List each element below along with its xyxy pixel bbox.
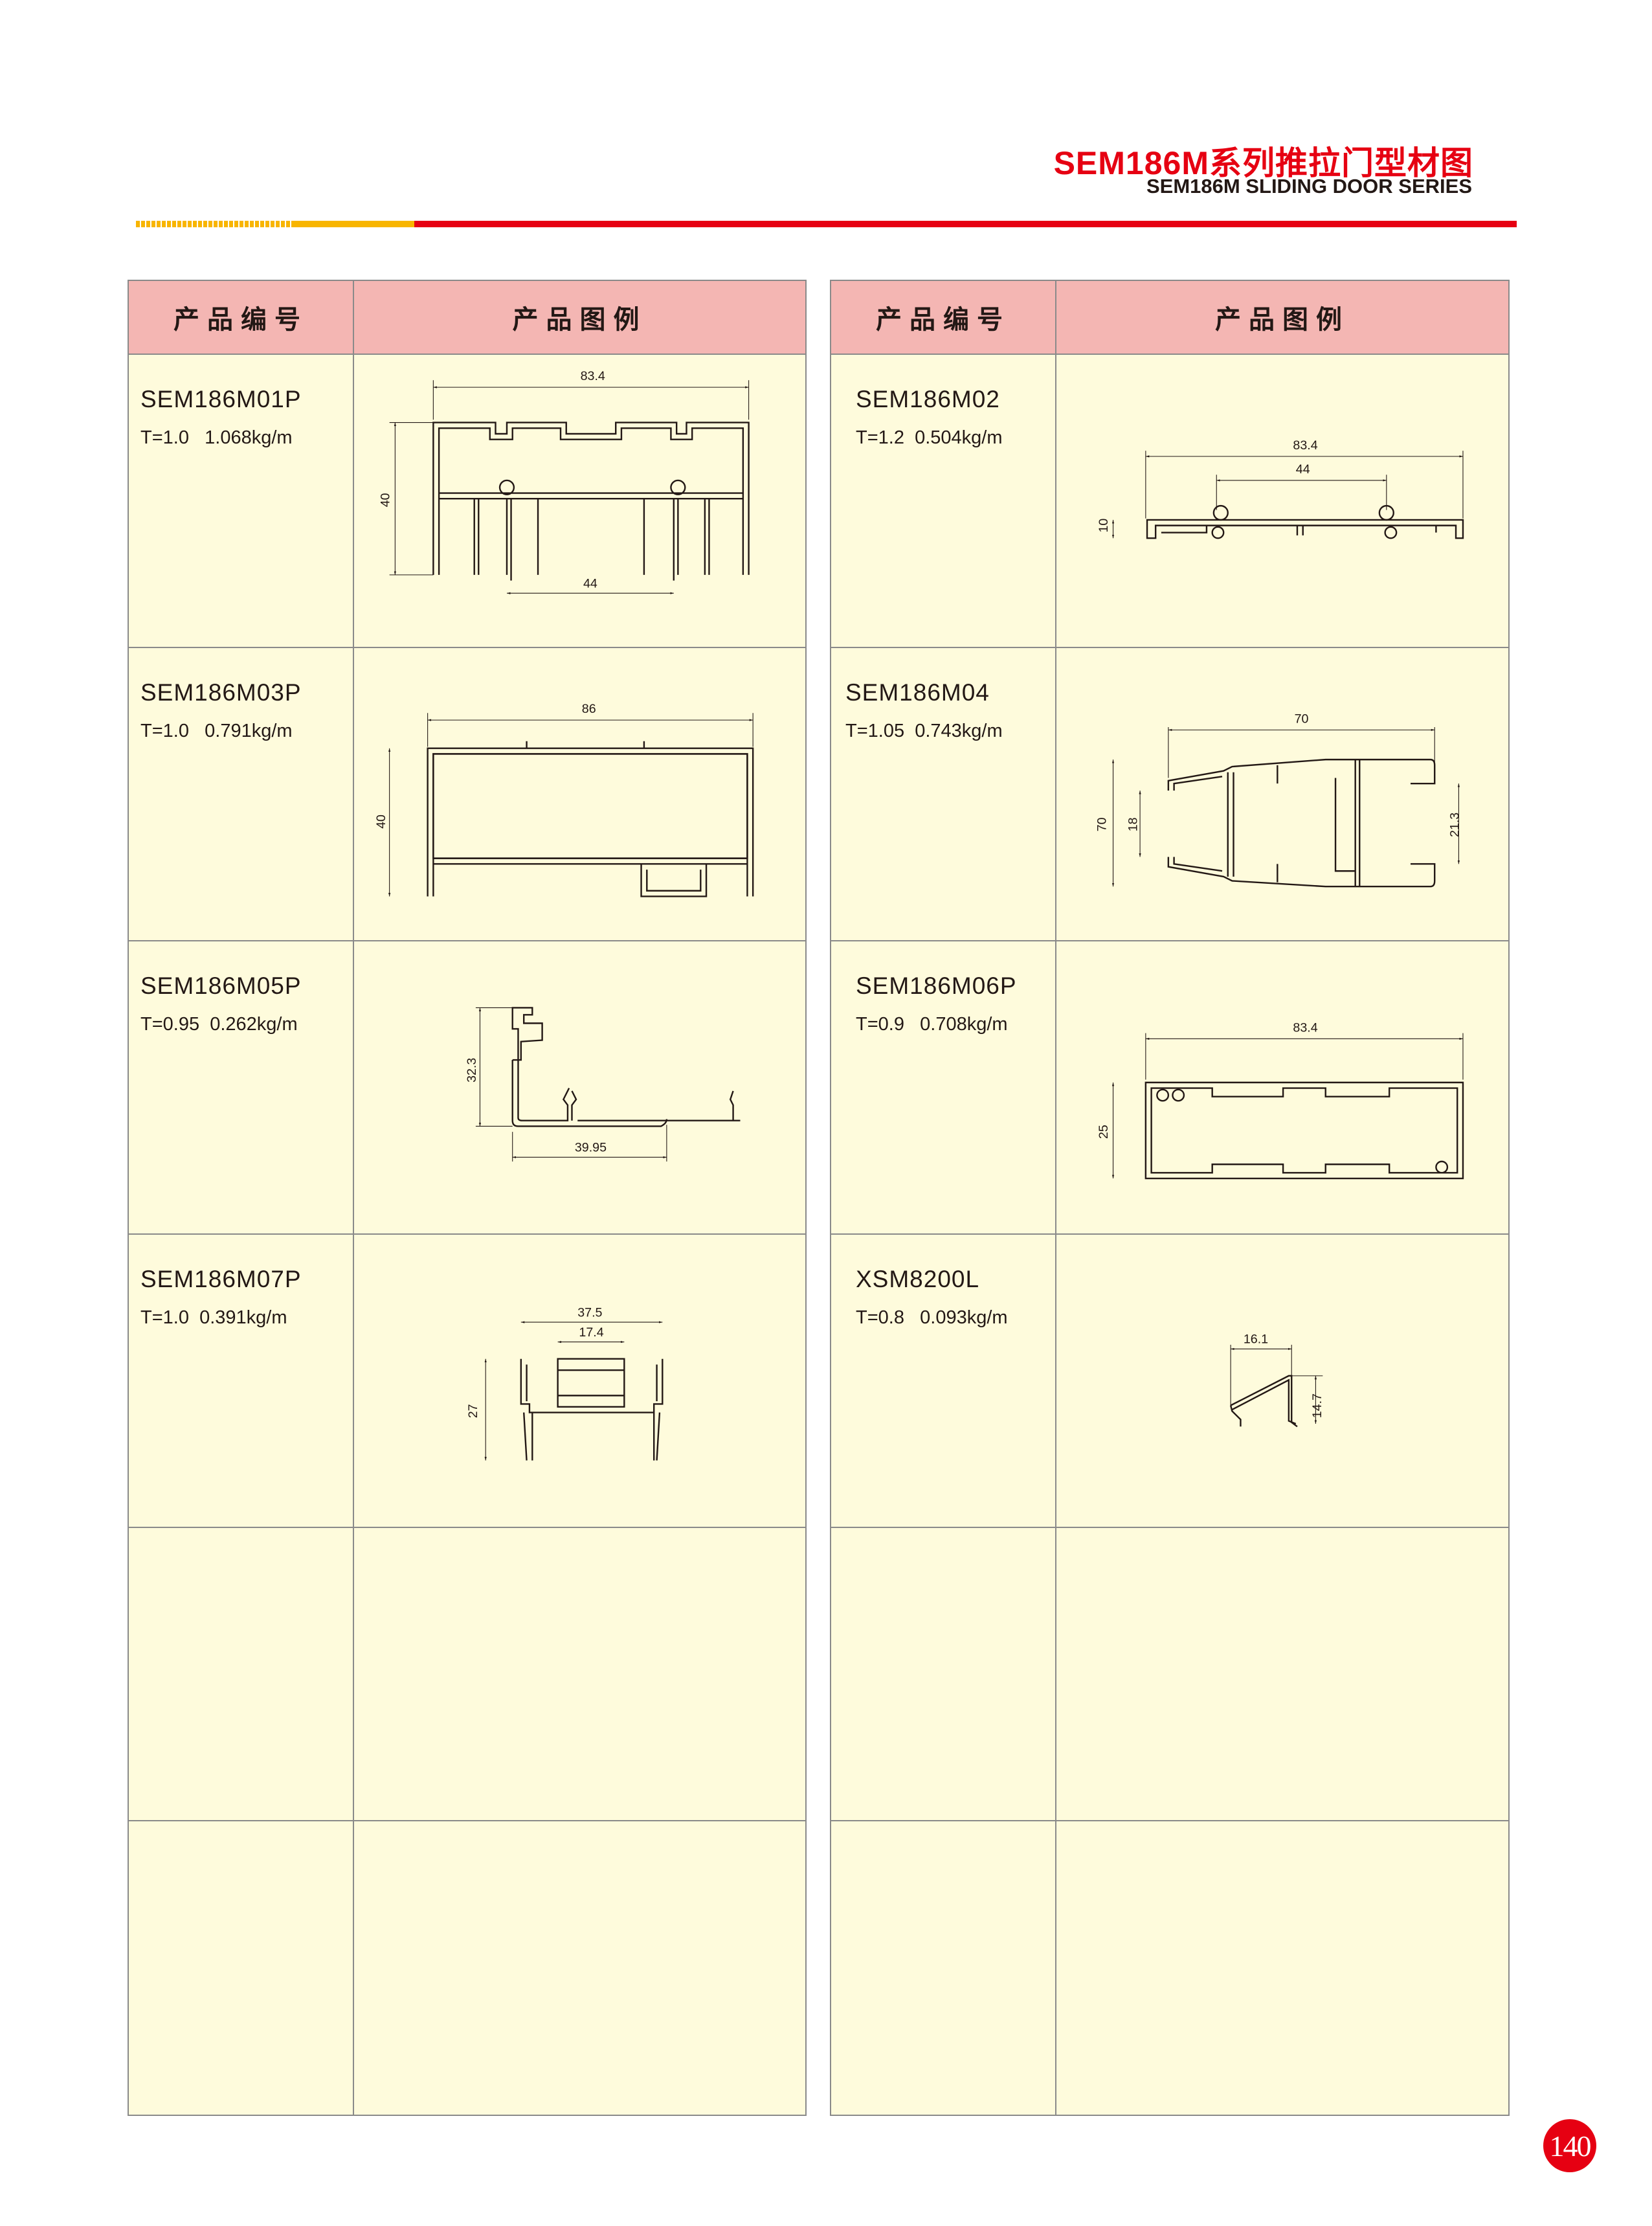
product-spec: T=1.0 0.391kg/m (140, 1307, 287, 1328)
dim-height: 14.7 (1310, 1393, 1324, 1418)
dim-opening: 18 (1126, 817, 1141, 831)
product-code: SEM186M07P (140, 1266, 302, 1292)
profile-drawing-cell: 32.3 39.95 (354, 941, 805, 1233)
table-row: SEM186M04 T=1.05 0.743kg/m 70 70 18 21.3 (831, 648, 1508, 941)
code-cell: SEM186M06P T=0.9 0.708kg/m (831, 941, 1056, 1233)
product-spec: T=1.0 0.791kg/m (140, 721, 293, 741)
profile-drawing-sem186m06p: 83.4 25 (1097, 1020, 1464, 1180)
profile-drawing-cell: 83.4 40 44 (354, 355, 805, 647)
header-code: 产品编号 (831, 281, 1056, 354)
table-row: SEM186M02 T=1.2 0.504kg/m 83.4 44 10 (831, 355, 1508, 648)
dim-width: 86 (582, 702, 596, 716)
profile-drawing-cell: 83.4 44 10 (1056, 355, 1508, 647)
table-row: SEM186M06P T=0.9 0.708kg/m 83.4 25 (831, 941, 1508, 1235)
product-spec: T=0.9 0.708kg/m (856, 1014, 1008, 1035)
table-row: SEM186M03P T=1.0 0.791kg/m 86 40 (129, 648, 805, 941)
header-image: 产品图例 (1215, 306, 1350, 334)
code-cell: SEM186M05P T=0.95 0.262kg/m (129, 941, 354, 1233)
table-row: XSM8200L T=0.8 0.093kg/m 16.1 14.7 (831, 1235, 1508, 1528)
dim-height: 25 (1097, 1125, 1111, 1139)
header-image: 产品图例 (512, 306, 647, 334)
profile-drawing-sem186m05p: 32.3 39.95 (465, 1007, 741, 1162)
profile-drawing-sem186m07p: 37.5 17.4 27 (466, 1305, 664, 1461)
table-row-empty (831, 1528, 1508, 1821)
profile-table-left: 产品编号 产品图例 SEM186M01P T=1.0 1.068kg/m 83.… (128, 280, 807, 2116)
profile-drawing-sem186m03p: 86 40 (374, 702, 754, 897)
page-subtitle: SEM186M SLIDING DOOR SERIES (1146, 175, 1472, 197)
profile-drawing-cell: 86 40 (354, 648, 805, 940)
code-cell: SEM186M03P T=1.0 0.791kg/m (129, 648, 354, 940)
dim-width: 83.4 (581, 369, 605, 383)
product-code: SEM186M05P (140, 972, 302, 999)
table-row-empty (831, 1821, 1508, 2115)
code-cell: SEM186M04 T=1.05 0.743kg/m (831, 648, 1056, 940)
code-cell: SEM186M07P T=1.0 0.391kg/m (129, 1235, 354, 1527)
header-stripe-red (414, 221, 1517, 227)
dim-inner-width: 17.4 (579, 1325, 603, 1340)
header-stripe-dotted (136, 221, 295, 227)
code-cell: XSM8200L T=0.8 0.093kg/m (831, 1235, 1056, 1527)
profile-drawing-sem186m02: 83.4 44 10 (1097, 438, 1464, 539)
product-spec: T=1.05 0.743kg/m (845, 721, 1003, 741)
dim-height: 32.3 (465, 1058, 479, 1083)
dim-right: 21.3 (1447, 813, 1462, 837)
page-number-badge: 140 (1543, 2119, 1596, 2172)
header-stripe-orange (295, 221, 414, 227)
product-spec: T=0.8 0.093kg/m (856, 1307, 1008, 1328)
product-code: SEM186M03P (140, 679, 302, 706)
profile-table-right: 产品编号 产品图例 SEM186M02 T=1.2 0.504kg/m 83.4… (830, 280, 1510, 2116)
product-code: SEM186M01P (140, 386, 302, 412)
profile-drawing-cell: 70 70 18 21.3 (1056, 648, 1508, 940)
dim-outer-width: 37.5 (577, 1305, 602, 1320)
product-code: SEM186M06P (856, 972, 1017, 999)
dim-width: 16.1 (1244, 1332, 1268, 1347)
profile-drawing-cell: 37.5 17.4 27 (354, 1235, 805, 1527)
dim-height: 27 (466, 1404, 480, 1418)
product-spec: T=1.2 0.504kg/m (856, 427, 1003, 448)
dim-height: 40 (374, 815, 388, 829)
dim-width: 39.95 (575, 1141, 607, 1155)
profile-drawing-cell: 16.1 14.7 (1056, 1235, 1508, 1527)
table-row-empty (129, 1821, 805, 2115)
table-row: SEM186M07P T=1.0 0.391kg/m 37.5 17.4 27 (129, 1235, 805, 1528)
dim-width: 70 (1295, 712, 1309, 726)
profile-drawing-sem186m01p: 83.4 40 44 (379, 369, 750, 594)
product-code: XSM8200L (856, 1266, 980, 1292)
table-header: 产品编号 产品图例 (129, 281, 805, 355)
dim-height: 10 (1097, 519, 1111, 533)
table-row-empty (129, 1528, 805, 1821)
dim-width: 83.4 (1293, 1020, 1317, 1035)
profile-drawing-xsm8200l: 16.1 14.7 (1229, 1332, 1324, 1428)
profile-drawing-cell: 83.4 25 (1056, 941, 1508, 1233)
table-row: SEM186M01P T=1.0 1.068kg/m 83.4 40 44 (129, 355, 805, 648)
product-spec: T=0.95 0.262kg/m (140, 1014, 298, 1035)
dim-width: 83.4 (1293, 438, 1317, 453)
page-title: SEM186M系列推拉门型材图 (1053, 145, 1473, 181)
dim-inner: 44 (1296, 462, 1310, 477)
code-cell: SEM186M01P T=1.0 1.068kg/m (129, 355, 354, 647)
code-cell: SEM186M02 T=1.2 0.504kg/m (831, 355, 1056, 647)
dim-inner: 44 (583, 577, 597, 591)
table-header: 产品编号 产品图例 (831, 281, 1508, 355)
product-code: SEM186M04 (845, 679, 990, 706)
dim-height: 70 (1095, 817, 1110, 831)
dim-height: 40 (379, 493, 393, 507)
product-spec: T=1.0 1.068kg/m (140, 427, 293, 448)
table-row: SEM186M05P T=0.95 0.262kg/m 32.3 39.95 (129, 941, 805, 1235)
product-code: SEM186M02 (856, 386, 1000, 412)
header-code: 产品编号 (129, 281, 354, 354)
profile-drawing-sem186m04: 70 70 18 21.3 (1095, 712, 1462, 888)
